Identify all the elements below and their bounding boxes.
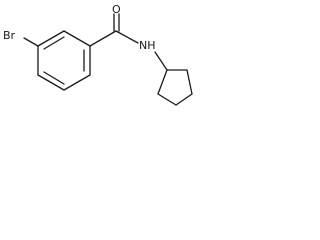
bond-ring-2 <box>63 30 91 47</box>
bond-cp-5 <box>157 69 168 95</box>
benzene-ring <box>37 30 91 91</box>
bond-ring-double-1 <box>43 36 65 50</box>
atom-oxygen: O <box>112 3 121 16</box>
bond-c-br <box>23 37 39 47</box>
bond-n-cyclopentyl <box>154 51 168 71</box>
bond-c-n <box>115 30 139 44</box>
cyclopentane-ring <box>157 69 193 106</box>
bond-cp-2 <box>186 69 193 95</box>
bond-cp-4 <box>157 93 177 106</box>
molecule-diagram: Br O NH <box>0 0 216 128</box>
bond-ring-carbonyl <box>89 30 117 47</box>
bond-ring-double-3 <box>43 71 65 85</box>
bond-ring-4 <box>63 74 91 91</box>
bond-ring-1 <box>37 30 65 47</box>
structure-svg: Br O NH <box>3 3 193 106</box>
atom-bromine: Br <box>3 29 16 42</box>
bond-cp-3 <box>175 93 193 106</box>
bond-ring-5 <box>37 74 65 91</box>
atom-nh: NH <box>139 39 156 52</box>
